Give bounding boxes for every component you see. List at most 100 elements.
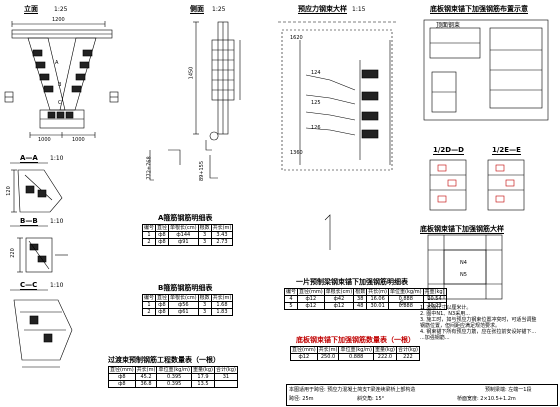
cell: 0.888 bbox=[388, 302, 424, 310]
table-a-title: A箍筋钢筋明细表 bbox=[158, 214, 213, 222]
cell: 2.73 bbox=[210, 238, 234, 246]
cell: 16.06 bbox=[366, 295, 389, 303]
note-1: 1. 本图尺寸以厘米计。 bbox=[420, 305, 472, 311]
cell: 2 bbox=[141, 308, 157, 316]
table-row: 2 ф8 ф61 3 1.83 bbox=[141, 308, 234, 316]
cell: 3.43 bbox=[210, 231, 234, 239]
cell: ф42 bbox=[323, 295, 355, 303]
cell: 222.0 bbox=[372, 353, 397, 361]
top-view-title: 顶面钢束 bbox=[436, 22, 461, 29]
cell: 0.395 bbox=[156, 380, 192, 388]
table-b-h0: 编号 bbox=[141, 294, 157, 302]
sec-cc-title: C—C bbox=[20, 281, 38, 290]
cell: 5 bbox=[283, 302, 299, 310]
table-anchor-total-title: 底板钢束锚下加强钢筋数量表（一根） bbox=[296, 336, 415, 344]
section-bb-view bbox=[10, 225, 68, 273]
note-2: 2. 图中N1、N3采用... bbox=[420, 311, 470, 317]
table-anchor: 编号 直径(mm) 单根长(cm) 根数 共长(m) 单位重(kg/m) 共重(… bbox=[283, 288, 447, 310]
table-b-h3: 根数 bbox=[197, 294, 212, 302]
table-sum-h2: 单位重(kg/m) bbox=[156, 366, 192, 374]
table-a-h4: 共长(m) bbox=[210, 224, 234, 232]
dim-1360: 1360 bbox=[290, 150, 303, 156]
bar-bending-details bbox=[149, 131, 331, 250]
cell: ф12 bbox=[297, 302, 325, 310]
table-row: ф8 45.2 0.395 17.9 31 bbox=[108, 373, 238, 381]
note-4: 钢筋位置，但间距应满足规范要求。 bbox=[420, 323, 501, 329]
cell: ф61 bbox=[168, 308, 199, 316]
cell: ф12 bbox=[297, 295, 325, 303]
side-view bbox=[193, 21, 241, 151]
cell: 222 bbox=[395, 353, 420, 361]
side-title: 侧面 bbox=[190, 5, 204, 14]
table-anchor-total-h3: 重量(kg) bbox=[372, 346, 397, 354]
table-row: 4 ф12 ф42 38 16.06 0.888 20.54 bbox=[283, 295, 447, 303]
sec-bb-title: B—B bbox=[20, 217, 38, 226]
label-125: 125 bbox=[311, 100, 321, 106]
cell: 30.01 bbox=[366, 302, 389, 310]
label-n5: N5 bbox=[460, 272, 467, 278]
sec-aa-title: A—A bbox=[20, 154, 38, 163]
table-row: 5 ф12 ф12 48 30.01 0.888 30.22 bbox=[283, 302, 447, 310]
table-anchor-total-h2: 单位重(kg/m) bbox=[338, 346, 374, 354]
label-b: B bbox=[58, 82, 62, 88]
tendon-title: 预应力钢束大样 bbox=[298, 5, 347, 14]
table-row: ф8 36.8 0.395 13.5 bbox=[108, 380, 238, 388]
table-anchor-h2: 单根长(cm) bbox=[323, 288, 355, 296]
sec-bb-scale: 1:10 bbox=[50, 218, 64, 225]
table-b: 编号 直径 单根长(cm) 根数 共长(m) 1 ф8 ф56 3 1.68 2… bbox=[141, 294, 234, 316]
elevation-view bbox=[4, 21, 119, 138]
table-sum-h4: 合计(kg) bbox=[213, 366, 238, 374]
table-sum-h3: 重量(kg) bbox=[190, 366, 215, 374]
table-anchor-header: 编号 直径(mm) 单根长(cm) 根数 共长(m) 单位重(kg/m) 共重(… bbox=[283, 288, 447, 296]
cell: ф8 bbox=[155, 301, 170, 309]
title-span: 跨径: 25m bbox=[289, 396, 314, 402]
table-anchor-h3: 根数 bbox=[353, 288, 368, 296]
cell: 3 bbox=[197, 238, 212, 246]
cell: 30.22 bbox=[422, 302, 447, 310]
dim-120: 120 bbox=[5, 186, 12, 196]
cell: 0.888 bbox=[338, 353, 374, 361]
table-a: 编号 直径 单根长(cm) 根数 共长(m) 1 ф8 ф144 3 3.43 … bbox=[141, 224, 234, 246]
table-sum-header: 直径(mm) 共长(m) 单位重(kg/m) 重量(kg) 合计(kg) bbox=[108, 366, 238, 374]
label-n4: N4 bbox=[460, 260, 467, 266]
note-3: 3. 施工时，如与预应力钢束位置冲突时，可适当调整 bbox=[420, 317, 537, 323]
cell: 3 bbox=[197, 231, 212, 239]
cell: 3 bbox=[197, 301, 212, 309]
table-anchor-total: 直径(mm) 共长(m) 单位重(kg/m) 重量(kg) 合计(kg) ф12… bbox=[290, 346, 420, 361]
table-row: 1 ф8 ф56 3 1.68 bbox=[141, 301, 234, 309]
table-b-title: B箍筋钢筋明细表 bbox=[158, 284, 213, 292]
dim-1000-left: 1000 bbox=[38, 137, 51, 143]
dim-89: 89+155 bbox=[199, 160, 206, 182]
cell: 48 bbox=[353, 302, 368, 310]
table-a-h2: 单根长(cm) bbox=[168, 224, 199, 232]
label-c: C bbox=[58, 100, 62, 106]
title-project: 本图适用于跨径: 预应力混凝土简支T梁连续梁桥上部构造 bbox=[289, 387, 416, 393]
steel-arrange-view bbox=[423, 19, 549, 121]
table-a-h3: 根数 bbox=[197, 224, 212, 232]
table-a-h1: 直径 bbox=[155, 224, 170, 232]
anchor-detail-title: 底板钢束锚下加强钢筋大样 bbox=[420, 225, 504, 234]
cell: 250.0 bbox=[316, 353, 340, 361]
cell: 45.2 bbox=[134, 373, 158, 381]
table-anchor-h6: 共重(kg) bbox=[422, 288, 447, 296]
cell: ф8 bbox=[155, 238, 170, 246]
table-row: ф12 250.0 0.888 222.0 222 bbox=[290, 353, 420, 361]
cell: ф12 bbox=[323, 302, 355, 310]
dim-1450: 1450 bbox=[188, 66, 195, 80]
table-row: 1 ф8 ф144 3 3.43 bbox=[141, 231, 234, 239]
side-scale: 1:25 bbox=[212, 6, 226, 13]
cell: ф8 bbox=[108, 373, 136, 381]
cell: 31 bbox=[213, 373, 238, 381]
dim-1200: 1200 bbox=[52, 17, 65, 23]
elevation-scale: 1:25 bbox=[54, 6, 68, 13]
table-row: 2 ф8 ф91 3 2.73 bbox=[141, 238, 234, 246]
cell: 20.54 bbox=[422, 295, 447, 303]
tendon-detail-view bbox=[278, 21, 398, 171]
cell: 1 bbox=[141, 301, 157, 309]
cell bbox=[213, 380, 238, 388]
dim-1620: 1620 bbox=[290, 35, 303, 41]
table-sum-h1: 共长(m) bbox=[134, 366, 158, 374]
sections-de-view bbox=[429, 159, 525, 211]
dim-772: 772+768 bbox=[146, 156, 153, 180]
